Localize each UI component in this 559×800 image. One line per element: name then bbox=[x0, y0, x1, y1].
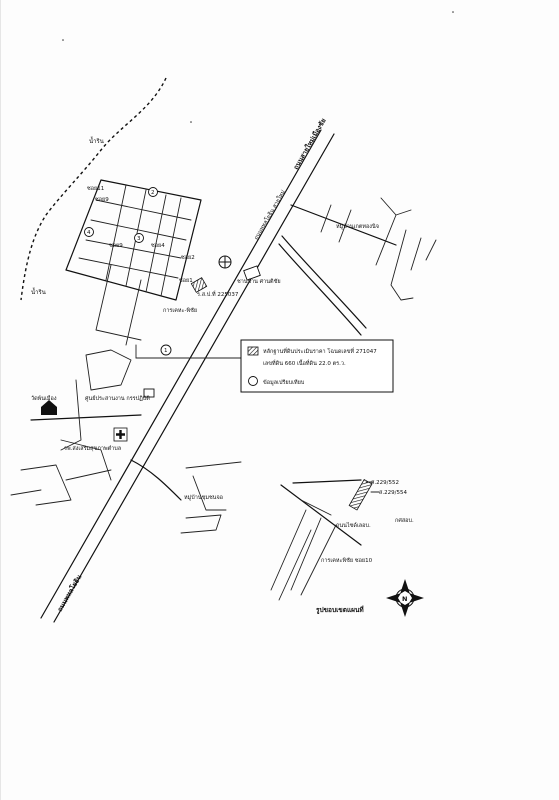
soi-label-top-a: ซอย11 bbox=[87, 185, 104, 192]
svg-text:ซอย9: ซอย9 bbox=[109, 242, 123, 249]
svg-text:ซอย11: ซอย11 bbox=[87, 185, 104, 192]
temple-label: วัดพ้นเมือง bbox=[31, 395, 57, 402]
svg-text:ชานบ้าน ศานติชัย: ชานบ้าน ศานติชัย bbox=[237, 278, 281, 285]
inset-map bbox=[270, 478, 380, 601]
well-icon bbox=[218, 255, 232, 269]
estate-label: การเคหะ-พิชัย bbox=[163, 307, 197, 314]
village-right-roads bbox=[290, 197, 437, 301]
village-lower-label: หมู่บ้านชุมชนจอ bbox=[184, 494, 223, 501]
factory-building-icon bbox=[243, 265, 261, 281]
svg-text:3: 3 bbox=[137, 236, 141, 242]
government-office-icon bbox=[143, 388, 155, 398]
government-label: ศูนย์ประสานงาน กรรปฏิบัติ bbox=[85, 395, 150, 402]
svg-text:วัดพ้นเมือง: วัดพ้นเมือง bbox=[31, 395, 57, 402]
svg-text:ข้อมูลเปรียบเทียบ: ข้อมูลเปรียบเทียบ bbox=[263, 379, 305, 386]
marker-2: 2 bbox=[148, 187, 158, 197]
soi-label-block: ซอย1 bbox=[179, 277, 193, 284]
river-label-upper: น้ำริน bbox=[89, 135, 104, 145]
subject-parcel-marker bbox=[190, 277, 208, 293]
soi-label-left: ซอย9 bbox=[109, 242, 123, 249]
svg-text:ถนนไซด์เลอบ.: ถนนไซด์เลอบ. bbox=[336, 522, 371, 529]
svg-text:ซอย2: ซอย2 bbox=[181, 254, 195, 261]
scan-speckles bbox=[62, 11, 454, 123]
svg-text:ส.229/554: ส.229/554 bbox=[379, 489, 407, 496]
marker-4: 4 bbox=[84, 227, 94, 237]
inset-estate-label: การเคหะพิชัย ซอย10 bbox=[321, 557, 373, 564]
highway-label-mid: ถนนพหลโยธิน สายใหม่ bbox=[252, 188, 287, 241]
highway-label-lower: ถนนพหลโยธิน bbox=[55, 572, 84, 613]
marker-3: 3 bbox=[134, 233, 144, 243]
svg-text:หลักฐานที่ดินประเมินราคา โฉนดเ: หลักฐานที่ดินประเมินราคา โฉนดเลขที่ 2710… bbox=[263, 347, 377, 355]
svg-text:ถนนสายใหม่เมืองชัย: ถนนสายใหม่เมืองชัย bbox=[291, 116, 328, 171]
factory-label: ชานบ้าน ศานติชัย bbox=[237, 278, 281, 285]
river-line bbox=[20, 77, 167, 301]
svg-text:หมู่บ้านเกตทองนิจ: หมู่บ้านเกตทองนิจ bbox=[336, 223, 379, 230]
svg-text:หมู่บ้านชุมชนจอ: หมู่บ้านชุมชนจอ bbox=[184, 494, 223, 501]
inset-road-label: ถนนไซด์เลอบ. bbox=[336, 522, 371, 529]
inset-title: รูปขอบเขตแผนที่ bbox=[316, 604, 364, 615]
svg-text:ศูนย์ประสานงาน กรรปฏิบัติ: ศูนย์ประสานงาน กรรปฏิบัติ bbox=[85, 395, 150, 402]
svg-text:รูปขอบเขตแผนที่: รูปขอบเขตแผนที่ bbox=[316, 604, 364, 615]
svg-text:ร.ส.ป.ที่ 225037: ร.ส.ป.ที่ 225037 bbox=[197, 290, 239, 298]
svg-text:การเคหะ-พิชัย: การเคหะ-พิชัย bbox=[163, 307, 197, 314]
svg-text:ซอย9: ซอย9 bbox=[95, 196, 109, 203]
svg-text:น้ำริน: น้ำริน bbox=[89, 135, 104, 145]
svg-text:ถนนพหลโยธิน สายใหม่: ถนนพหลโยธิน สายใหม่ bbox=[252, 188, 287, 241]
inset-office-label: กศสอบ. bbox=[395, 517, 414, 524]
legend-leader bbox=[135, 344, 242, 359]
road-to-east bbox=[278, 243, 362, 336]
lower-village-roads bbox=[130, 459, 242, 534]
parcel-code-label: ร.ส.ป.ที่ 225037 bbox=[197, 290, 239, 298]
road-to-east-2 bbox=[281, 235, 367, 329]
legend-box: หลักฐานที่ดินประเมินราคา โฉนดเลขที่ 2710… bbox=[240, 339, 394, 393]
svg-text:ถนนพหลโยธิน: ถนนพหลโยธิน bbox=[55, 572, 84, 613]
svg-text:ส.229/552: ส.229/552 bbox=[371, 479, 399, 486]
svg-text:2: 2 bbox=[151, 190, 155, 196]
svg-text:เลขที่ดิน 660 เนื้อที่ดิน 22.0: เลขที่ดิน 660 เนื้อที่ดิน 22.0 ตร.ว. bbox=[263, 359, 346, 367]
svg-text:1: 1 bbox=[164, 348, 168, 354]
svg-text:4: 4 bbox=[87, 230, 91, 236]
marker-1: 1 bbox=[160, 344, 172, 356]
svg-text:การเคหะพิชัย ซอย10: การเคหะพิชัย ซอย10 bbox=[321, 557, 373, 564]
main-highway bbox=[40, 129, 335, 623]
highway-label-upper: ถนนสายใหม่เมืองชัย bbox=[291, 116, 328, 171]
lower-left-roads bbox=[10, 349, 142, 506]
inset-parcel-a-label: ส.229/552 bbox=[371, 479, 399, 486]
north-arrow-icon: N bbox=[386, 579, 424, 617]
svg-text:N: N bbox=[402, 595, 407, 603]
svg-text:ซอย4: ซอย4 bbox=[151, 242, 165, 249]
svg-text:กศสอบ.: กศสอบ. bbox=[395, 517, 414, 524]
inset-parcel-b-label: ส.229/554 bbox=[379, 489, 407, 496]
hospital-cross-icon bbox=[113, 427, 128, 442]
svg-text:ซอย1: ซอย1 bbox=[179, 277, 193, 284]
river-label-lower: น้ำริน bbox=[31, 286, 46, 296]
hospital-label: รพ.ส่งเสริมสุขภาพตำบล bbox=[64, 445, 121, 452]
svg-text:รพ.ส่งเสริมสุขภาพตำบล: รพ.ส่งเสริมสุขภาพตำบล bbox=[64, 445, 121, 452]
soi-label-top-b: ซอย9 bbox=[95, 196, 109, 203]
temple-icon bbox=[41, 400, 57, 415]
subdivision-left bbox=[65, 179, 202, 346]
soi-label-center-2: ซอย2 bbox=[181, 254, 195, 261]
village-right-label: หมู่บ้านเกตทองนิจ bbox=[336, 223, 379, 230]
svg-text:น้ำริน: น้ำริน bbox=[31, 286, 46, 296]
soi-label-center-4: ซอย4 bbox=[151, 242, 165, 249]
